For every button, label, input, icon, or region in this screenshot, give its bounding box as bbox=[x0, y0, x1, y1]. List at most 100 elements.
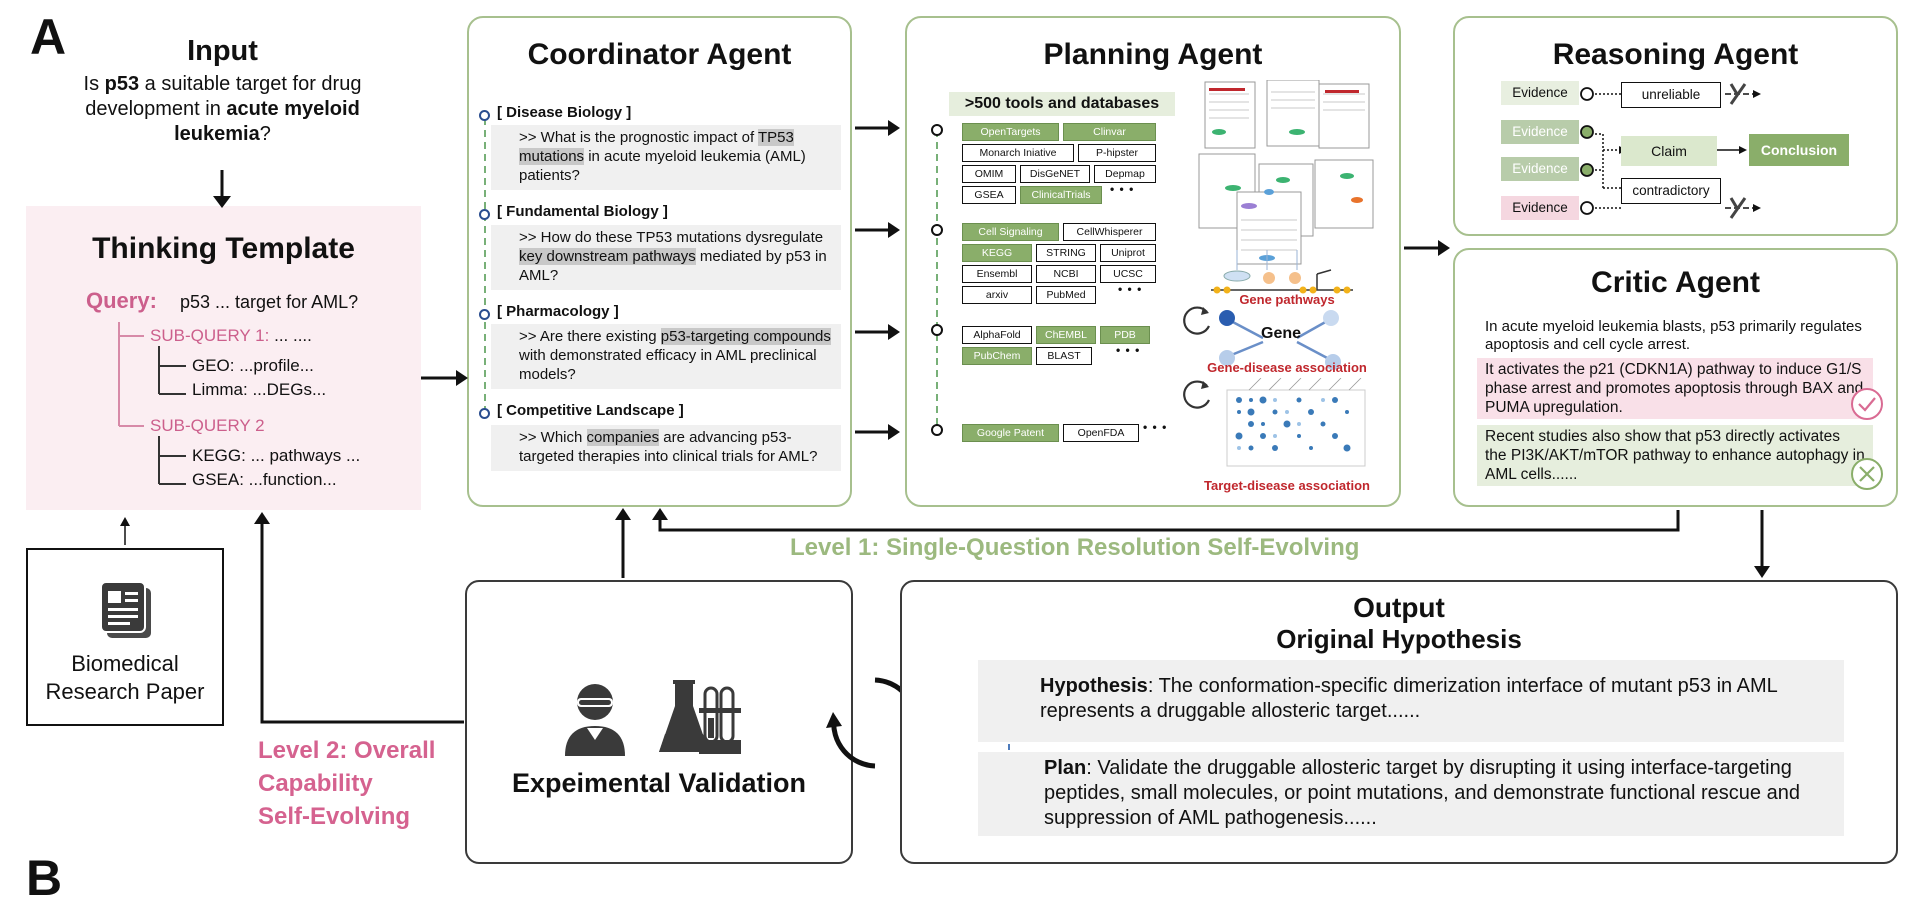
critic-title: Critic Agent bbox=[1591, 266, 1760, 299]
timeline-node bbox=[931, 224, 943, 236]
hypothesis-box: Hypothesis: The conformation-specific di… bbox=[978, 660, 1844, 742]
coordinator-timeline bbox=[484, 118, 486, 418]
ellipsis: • • • bbox=[1118, 282, 1143, 296]
plan-box: Plan: Validate the druggable allosteric … bbox=[978, 752, 1844, 836]
query-heading: [ Competitive Landscape ] bbox=[497, 402, 684, 419]
gene-network bbox=[1219, 310, 1341, 370]
conclusion-box: Conclusion bbox=[1749, 134, 1849, 166]
gene-disease-label: Gene-disease association bbox=[1207, 360, 1367, 375]
tool-tag: Depmap bbox=[1094, 165, 1156, 183]
tool-tag: OpenFDA bbox=[1063, 424, 1139, 442]
ellipsis: • • • bbox=[1116, 343, 1141, 357]
scientist-icon bbox=[565, 684, 625, 756]
refresh-icon bbox=[1183, 380, 1210, 409]
evidence-chip: Evidence bbox=[1501, 157, 1579, 181]
check-circle-icon bbox=[1851, 388, 1883, 420]
validation-title: Expeimental Validation bbox=[511, 768, 807, 798]
tool-tag: BLAST bbox=[1036, 347, 1092, 365]
geo-line: GEO: ...profile... bbox=[192, 356, 314, 375]
tool-tag: Google Patent bbox=[962, 424, 1059, 442]
template-title: Thinking Template bbox=[92, 232, 355, 265]
evidence-chip: Evidence bbox=[1501, 120, 1579, 144]
document-icon bbox=[100, 582, 151, 638]
tool-tag: NCBI bbox=[1036, 265, 1096, 283]
planning-agent-panel: Planning Agent >500 tools and databases … bbox=[905, 16, 1401, 507]
planning-timeline bbox=[936, 130, 938, 430]
sub-query-2-label: SUB-QUERY 2 bbox=[150, 416, 265, 435]
pathway-graphic bbox=[1211, 250, 1353, 294]
query-box: >> Which companies are advancing p53-tar… bbox=[491, 425, 841, 471]
tool-tag: ChEMBL bbox=[1036, 326, 1096, 344]
tool-tag: STRING bbox=[1036, 244, 1096, 262]
unreliable-box: unreliable bbox=[1621, 82, 1721, 108]
refresh-icon bbox=[1183, 306, 1210, 335]
kegg-line: KEGG: ... pathways ... bbox=[192, 446, 361, 465]
x-circle-icon bbox=[1851, 458, 1883, 490]
tree-lines bbox=[26, 206, 421, 510]
timeline-node bbox=[479, 408, 490, 419]
tool-tag: P-hipster bbox=[1078, 144, 1156, 162]
evidence-chip: Evidence bbox=[1501, 196, 1579, 220]
query-box: >> Are there existing p53-targeting comp… bbox=[491, 324, 841, 389]
output-panel: Output Original Hypothesis Hypothesis: T… bbox=[900, 580, 1898, 864]
gene-label: Gene bbox=[1261, 325, 1302, 342]
validation-panel: Expeimental Validation bbox=[465, 580, 853, 864]
tools-header: >500 tools and databases bbox=[949, 92, 1175, 116]
ellipsis: • • • bbox=[1143, 420, 1168, 434]
tool-tag: OpenTargets bbox=[962, 123, 1059, 141]
tool-tag: arxiv bbox=[962, 286, 1032, 304]
critic-agent-panel: Critic Agent In acute myeloid leukemia b… bbox=[1453, 248, 1898, 507]
tool-tag: Clinvar bbox=[1063, 123, 1156, 141]
evidence-chip: Evidence bbox=[1501, 81, 1579, 105]
query-heading: [ Pharmacology ] bbox=[497, 303, 619, 320]
critic-paragraph: In acute myeloid leukemia blasts, p53 pr… bbox=[1485, 318, 1862, 353]
input-title: Input bbox=[187, 35, 258, 67]
flask-icon bbox=[659, 680, 741, 754]
sub-query-1-label: SUB-QUERY 1: ... .... bbox=[150, 326, 312, 345]
planning-title: Planning Agent bbox=[1043, 38, 1263, 71]
figure-label: A bbox=[30, 9, 67, 65]
tool-tag: CellWhisperer bbox=[1063, 223, 1156, 241]
figure-label-b: B bbox=[26, 850, 63, 906]
tool-tag: PubChem bbox=[962, 347, 1032, 365]
output-subtitle: Original Hypothesis bbox=[1276, 624, 1522, 654]
reasoning-title: Reasoning Agent bbox=[1552, 38, 1799, 71]
gene-pathways-label: Gene pathways bbox=[1239, 292, 1335, 307]
tool-tag: Monarch Iniative bbox=[962, 144, 1074, 162]
ellipsis: • • • bbox=[1110, 182, 1135, 196]
timeline-node bbox=[479, 209, 490, 220]
contradictory-box: contradictory bbox=[1621, 178, 1721, 204]
query-box: >> How do these TP53 mutations dysregula… bbox=[491, 225, 841, 290]
coordinator-title: Coordinator Agent bbox=[527, 38, 792, 71]
query-heading: [ Disease Biology ] bbox=[497, 104, 632, 121]
coordinator-agent-panel: Coordinator Agent [ Disease Biology ] >>… bbox=[467, 16, 852, 507]
tool-tag: UCSC bbox=[1100, 265, 1156, 283]
timeline-node bbox=[931, 424, 943, 436]
gsea-line: GSEA: ...function... bbox=[192, 470, 337, 489]
critic-paragraph-flagged: It activates the p21 (CDKN1A) pathway to… bbox=[1477, 358, 1873, 419]
tool-tag: Uniprot bbox=[1100, 244, 1156, 262]
tool-tag: Cell Signaling bbox=[962, 223, 1059, 241]
timeline-node bbox=[931, 324, 943, 336]
tool-tag: Ensembl bbox=[962, 265, 1032, 283]
dot-plot-graphic bbox=[1226, 378, 1366, 467]
limma-line: Limma: ...DEGs... bbox=[192, 380, 327, 399]
tool-tag: AlphaFold bbox=[962, 326, 1032, 344]
input-question: Is p53 a suitable target for drug develo… bbox=[83, 73, 362, 145]
output-title: Output bbox=[1353, 592, 1445, 623]
timeline-node bbox=[479, 309, 490, 320]
input-section: Input Is p53 a suitable target for drug … bbox=[40, 35, 405, 147]
query-label: Query: bbox=[86, 288, 157, 313]
critic-paragraph-rejected: Recent studies also show that p53 direct… bbox=[1477, 425, 1873, 486]
timeline-node bbox=[479, 110, 490, 121]
timeline-node bbox=[931, 124, 943, 136]
tool-tag: DisGeNET bbox=[1020, 165, 1090, 183]
paper-collage-icon bbox=[1198, 80, 1374, 265]
tool-tag: OMIM bbox=[962, 165, 1016, 183]
tool-tag: ClinicalTrials bbox=[1020, 186, 1102, 204]
tool-tag: GSEA bbox=[962, 186, 1016, 204]
claim-box: Claim bbox=[1621, 136, 1717, 166]
tool-tag: PubMed bbox=[1036, 286, 1096, 304]
